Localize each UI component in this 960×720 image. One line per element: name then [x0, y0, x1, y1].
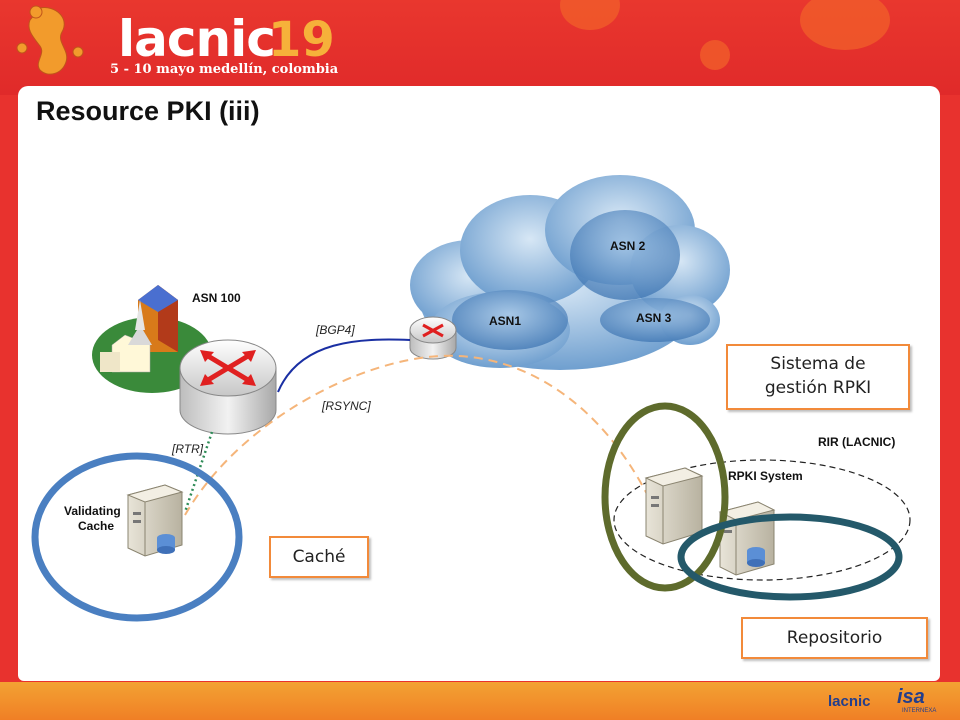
- sistema-rpki-line2: gestión RPKI: [764, 378, 872, 398]
- repository-ring: [677, 513, 903, 601]
- asn3-label: ASN 3: [636, 311, 672, 325]
- repository-server-icon: [718, 501, 776, 576]
- bgp4-label: [BGP4]: [315, 323, 355, 337]
- cache-ring: [31, 452, 243, 622]
- header-logo-word: lacnic: [118, 10, 276, 68]
- decorative-blob: [800, 0, 890, 50]
- rir-label: RIR (LACNIC): [818, 435, 895, 449]
- rpki-system-server-icon: [644, 467, 704, 545]
- asn1-router-icon: [409, 316, 457, 360]
- validating-cache-label-2: Cache: [78, 519, 114, 533]
- rir-boundary: [613, 459, 911, 581]
- sistema-rpki-line1: Sistema de: [770, 354, 866, 374]
- asn100-router-icon: [179, 339, 277, 435]
- rpki-system-ring: [601, 402, 729, 592]
- slide-title: Resource PKI (iii): [36, 96, 260, 126]
- decorative-blob: [700, 40, 730, 70]
- header-logo-number: 19: [268, 12, 335, 68]
- rtr-label: [RTR]: [171, 442, 204, 456]
- repositorio-callout: Repositorio: [741, 617, 928, 659]
- cache-callout: Caché: [269, 536, 369, 578]
- footer-isa-logo: isa: [897, 686, 925, 708]
- validating-cache-server-icon: [126, 484, 184, 557]
- rsync-label: [RSYNC]: [321, 399, 371, 413]
- validating-cache-label-1: Validating: [64, 504, 121, 518]
- asn1-label: ASN1: [489, 314, 521, 328]
- footer-lacnic-logo: lacnic: [828, 693, 871, 710]
- rtr-link: [183, 431, 214, 513]
- bgp4-link: [277, 338, 411, 393]
- header-logo-subtitle: 5 - 10 mayo medellín, colombia: [110, 62, 339, 77]
- rpki-system-label: RPKI System: [728, 469, 803, 483]
- rsync-link: [184, 354, 651, 516]
- internet-cloud: [410, 175, 730, 370]
- asn2-label: ASN 2: [610, 239, 646, 253]
- footer-isa-subtitle: INTERNEXA: [902, 708, 937, 714]
- footer-bar: [0, 682, 960, 720]
- sistema-rpki-callout: Sistema de gestión RPKI: [726, 344, 910, 410]
- asn100-label: ASN 100: [192, 291, 241, 305]
